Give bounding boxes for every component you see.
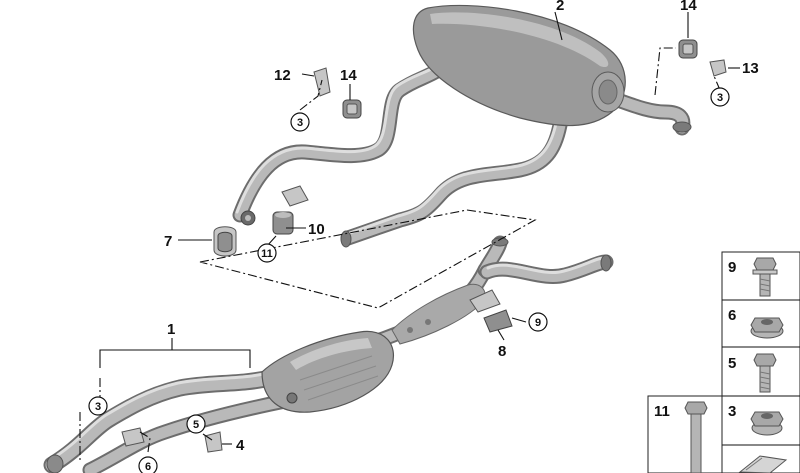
callout-3-front: 3 [95,401,101,413]
callout-13: 13 [742,60,759,77]
hanger-bracket-mid [240,185,309,226]
legend-label-11: 11 [654,403,670,420]
callout-3-circle-front: 3 [88,396,108,416]
hex-nut-icon [750,411,784,436]
callout-11-circle: 11 [257,243,277,263]
hex-bolt-icon [753,353,777,393]
callout-9-circle: 9 [528,312,548,332]
callout-7: 7 [164,233,172,250]
front-hanger-6 [121,427,145,447]
rubber-mount-10 [272,211,294,235]
legend-label-6: 6 [728,307,736,324]
rubber-mount-4 [204,431,223,453]
callout-12: 12 [274,67,291,84]
long-bolt-icon [684,401,708,473]
callout-14-right: 14 [680,0,697,14]
callout-5-circle: 5 [186,414,206,434]
leader-lines [79,11,740,460]
callout-1: 1 [167,321,175,338]
callout-8: 8 [498,343,506,360]
callout-9: 9 [535,317,541,329]
hanger-bracket-8 [469,289,513,333]
group-box-outline [199,209,537,309]
fastener-legend: 9 6 5 11 3 [647,251,800,473]
callout-2: 2 [556,0,564,14]
flange-nut-icon [750,317,784,339]
callout-3-circle-rear-right: 3 [710,87,730,107]
rubber-mount-14-right [678,39,698,59]
legend-label-5: 5 [728,355,736,372]
rear-muffler [412,4,626,127]
callout-4: 4 [236,437,245,454]
bracket-13 [709,59,727,77]
callout-6: 6 [145,461,151,473]
catalytic-converter [261,330,394,413]
callout-6-circle: 6 [138,456,158,473]
callout-14-left: 14 [340,67,357,84]
callout-3-rear-right: 3 [717,92,723,104]
callout-5: 5 [193,419,199,431]
rubber-mount-14-left [342,99,362,119]
clamp-7 [213,226,237,257]
legend-label-9: 9 [728,259,736,276]
callout-11: 11 [261,248,273,260]
legend-label-3: 3 [728,403,736,420]
callout-3-rear-left: 3 [297,117,303,129]
callout-10: 10 [308,221,325,238]
flange-bolt-icon [752,257,778,297]
callout-3-circle-rear-left: 3 [290,112,310,132]
front-silencer-body [391,283,486,345]
rear-pipes [232,37,692,248]
